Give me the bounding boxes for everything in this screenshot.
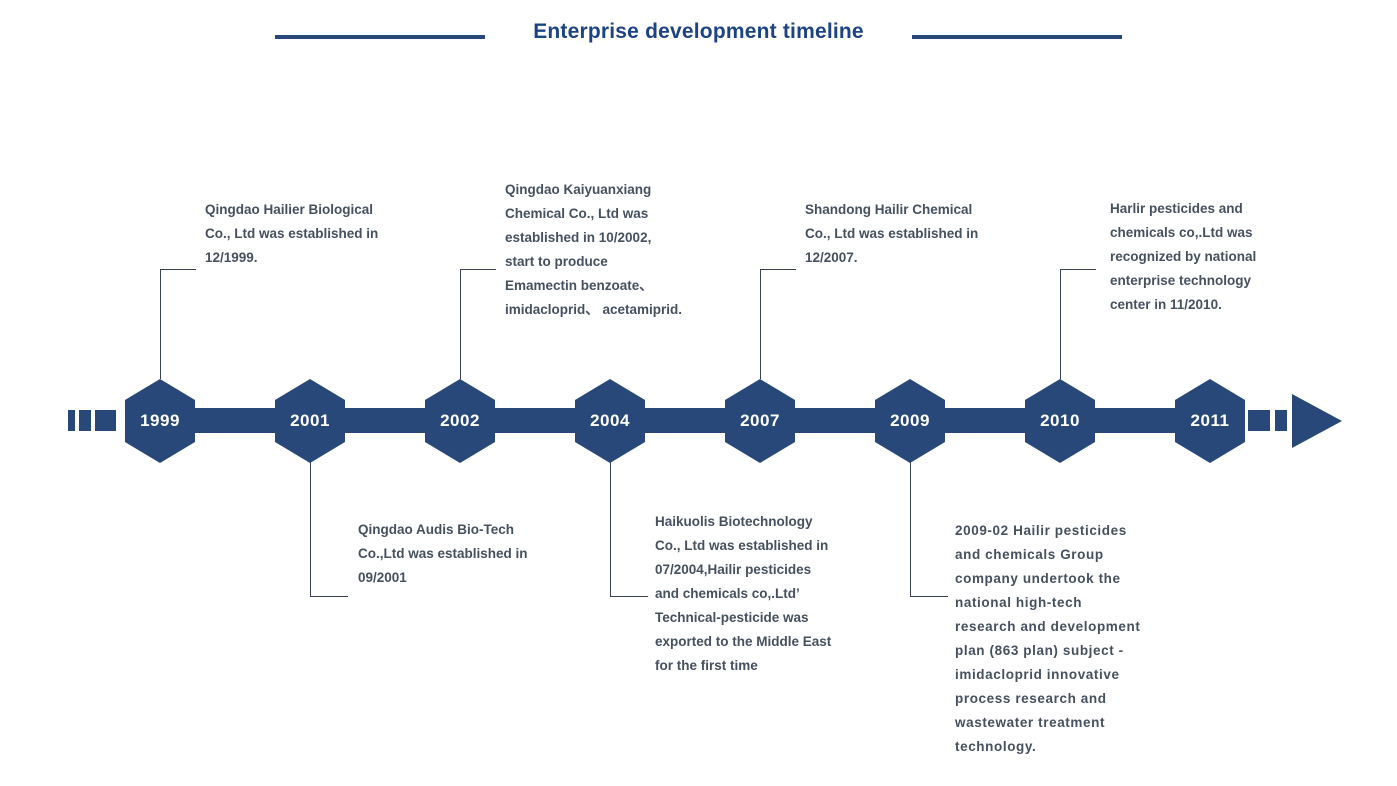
timeline-node-1999: 1999: [125, 379, 195, 463]
timeline-node-2007: 2007: [725, 379, 795, 463]
event-description-2001: Qingdao Audis Bio-Tech Co.,Ltd was estab…: [358, 522, 528, 585]
connector-2002: [460, 269, 496, 379]
event-description-2010: Harlir pesticides and chemicals co,.Ltd …: [1110, 201, 1257, 312]
event-description-1999: Qingdao Hailier Biological Co., Ltd was …: [205, 202, 379, 265]
year-label-2009: 2009: [890, 411, 930, 430]
event-description-2004: Haikuolis Biotechnology Co., Ltd was est…: [655, 514, 832, 673]
connector-2001: [310, 462, 348, 597]
event-description-2007: Shandong Hailir Chemical Co., Ltd was es…: [805, 202, 979, 265]
timeline-node-2010: 2010: [1025, 379, 1095, 463]
connector-2010: [1060, 269, 1096, 379]
year-label-2002: 2002: [440, 411, 480, 430]
title-rule-left: [275, 35, 486, 39]
timeline-node-2001: 2001: [275, 379, 345, 463]
timeline-node-2002: 2002: [425, 379, 495, 463]
year-label-2004: 2004: [590, 411, 630, 430]
page-header: Enterprise development timeline: [0, 20, 1397, 44]
title-rule-right: [911, 35, 1122, 39]
year-label-2011: 2011: [1190, 411, 1230, 430]
timeline-node-2004: 2004: [575, 379, 645, 463]
timeline-arrow-icon: [1292, 394, 1342, 448]
timeline-dash-right-2: [1275, 410, 1287, 431]
connector-2007: [760, 269, 796, 379]
connector-1999: [160, 269, 196, 379]
connector-2009: [910, 462, 948, 597]
timeline-dash-left-1: [68, 410, 75, 431]
event-description-2002: Qingdao Kaiyuanxiang Chemical Co., Ltd w…: [505, 182, 683, 317]
timeline-dash-left-3: [95, 410, 116, 431]
year-label-1999: 1999: [140, 411, 180, 430]
year-label-2007: 2007: [740, 411, 780, 430]
event-description-2009: 2009-02 Hailir pesticides and chemicals …: [955, 523, 1141, 754]
year-label-2001: 2001: [290, 411, 330, 430]
timeline-dash-left-2: [79, 410, 91, 431]
timeline-node-2011: 2011: [1175, 379, 1245, 463]
timeline-dash-right-1: [1248, 410, 1270, 431]
timeline-node-2009: 2009: [875, 379, 945, 463]
page-title: Enterprise development timeline: [533, 20, 864, 43]
connector-2004: [610, 462, 648, 597]
year-label-2010: 2010: [1040, 411, 1080, 430]
